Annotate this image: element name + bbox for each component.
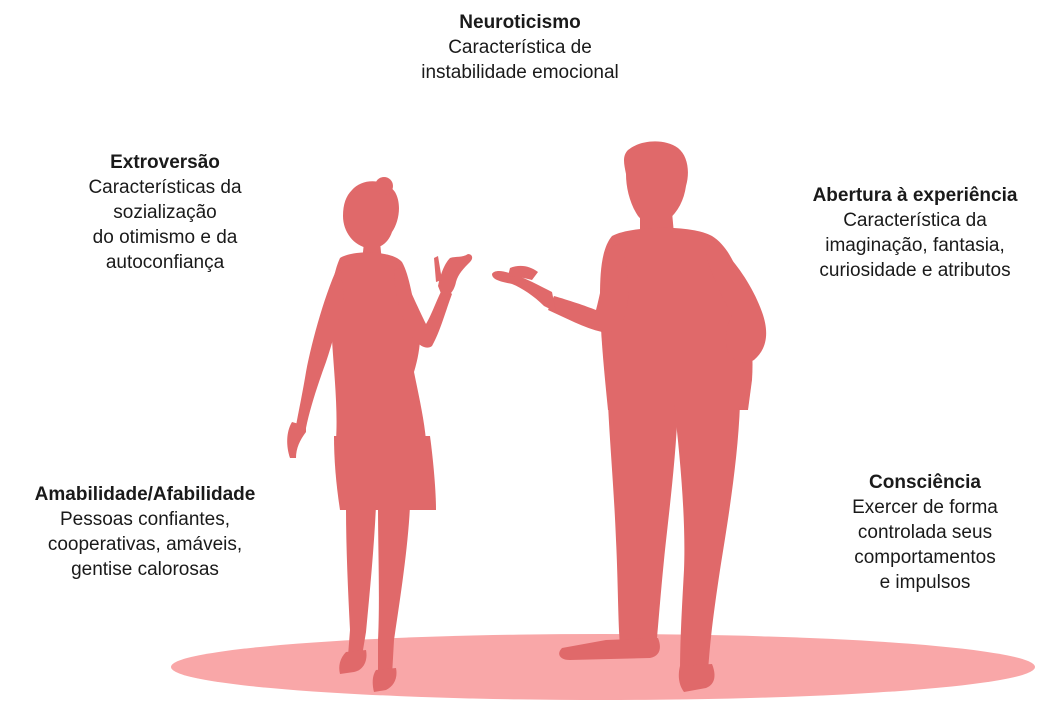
trait-description-line: curiosidade e atributos	[819, 260, 1011, 281]
trait-description-line: Característica da	[843, 210, 987, 231]
trait-description-line: e impulsos	[879, 572, 971, 593]
man-silhouette-icon	[492, 141, 767, 692]
trait-description-line: autoconfiança	[105, 252, 225, 273]
trait-description-line: controlada seus	[857, 522, 993, 543]
trait-description-line: cooperativas, amáveis,	[47, 534, 243, 555]
trait-description-line: sozialização	[113, 202, 217, 223]
trait-neuroticismo: Neuroticismo Característica de instabili…	[330, 10, 710, 85]
trait-title: Extroversão	[110, 152, 220, 173]
trait-title: Abertura à experiência	[812, 185, 1018, 206]
trait-title: Amabilidade/Afabilidade	[34, 484, 256, 505]
trait-description-line: Características da	[88, 177, 242, 198]
trait-title: Neuroticismo	[459, 12, 581, 33]
trait-abertura: Abertura à experiência Característica da…	[780, 183, 1040, 283]
trait-description-line: gentise calorosas	[71, 559, 219, 580]
trait-description-line: Pessoas confiantes,	[59, 509, 231, 530]
woman-silhouette-icon	[287, 177, 473, 692]
trait-title: Consciência	[869, 472, 981, 493]
trait-consciencia: Consciência Exercer de forma controlada …	[800, 470, 1040, 595]
trait-extroversao: Extroversão Características da sozializa…	[40, 150, 290, 275]
trait-description-line: instabilidade emocional	[421, 62, 619, 83]
trait-description-line: do otimismo e da	[92, 227, 238, 248]
trait-description-line: comportamentos	[854, 547, 996, 568]
trait-amabilidade: Amabilidade/Afabilidade Pessoas confiant…	[0, 482, 290, 582]
trait-description-line: imaginação, fantasia,	[825, 235, 1005, 256]
trait-description-line: Exercer de forma	[852, 497, 998, 518]
trait-description-line: Característica de	[448, 37, 592, 58]
